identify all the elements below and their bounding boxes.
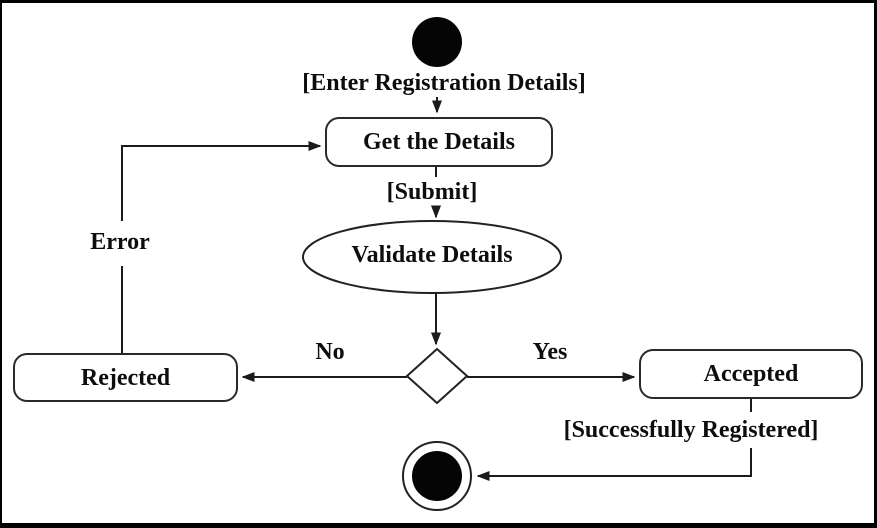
guard-submit: [Submit] xyxy=(386,179,478,205)
branch-yes-label: Yes xyxy=(532,339,568,365)
edge-error-label: Error xyxy=(90,229,150,255)
validate-details-ellipse xyxy=(302,220,562,294)
edge-success-to-end xyxy=(476,448,752,481)
action-get-details-label: Get the Details xyxy=(363,129,515,155)
state-rejected-label: Rejected xyxy=(80,364,171,391)
final-node-core xyxy=(412,451,462,501)
guard-successfully-registered: [Successfully Registered] xyxy=(563,417,819,443)
decision-diamond xyxy=(405,347,469,405)
initial-node xyxy=(412,17,462,67)
edge-error-to-get-details xyxy=(121,141,322,221)
branch-no-label: No xyxy=(315,339,345,365)
state-rejected: Rejected xyxy=(13,353,238,402)
guard-enter-registration-details: [Enter Registration Details] xyxy=(302,70,586,96)
state-accepted-label: Accepted xyxy=(703,361,799,387)
state-accepted: Accepted xyxy=(639,349,863,399)
action-get-details: Get the Details xyxy=(325,117,553,167)
activity-validate-details-label: Validate Details xyxy=(351,242,513,268)
